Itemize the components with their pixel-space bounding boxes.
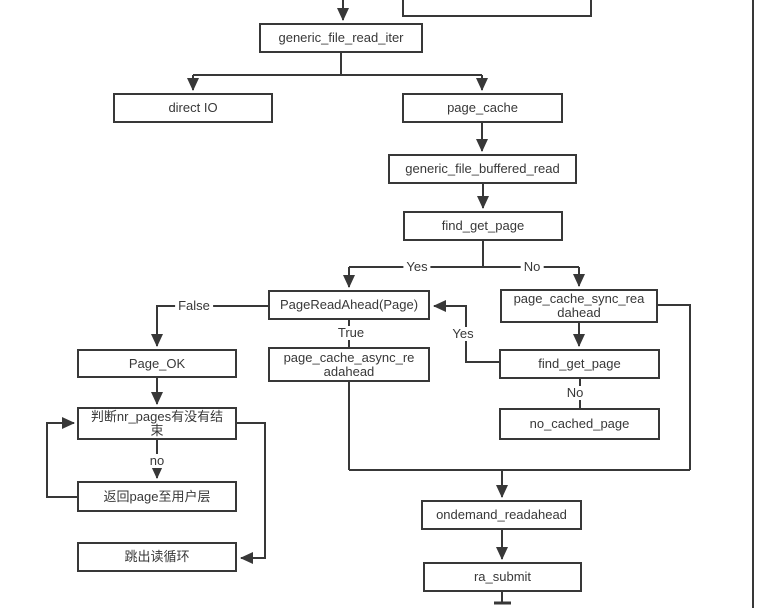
node-cutoff-top-right: [402, 0, 592, 17]
edge-label-check-no: no: [146, 454, 168, 468]
node-find-get-page-2: find_get_page: [499, 349, 660, 379]
node-direct-io: direct IO: [113, 93, 273, 123]
node-page-cache: page_cache: [402, 93, 563, 123]
node-generic-file-buffered-read: generic_file_buffered_read: [388, 154, 577, 184]
node-generic-file-read-iter: generic_file_read_iter: [259, 23, 423, 53]
node-page-cache-async-readahead: page_cache_async_re adahead: [268, 347, 430, 382]
node-page-ok: Page_OK: [77, 349, 237, 378]
node-find-get-page-1: find_get_page: [403, 211, 563, 241]
node-ondemand-readahead: ondemand_readahead: [421, 500, 582, 530]
edge-label-find-yes: Yes: [403, 260, 431, 274]
edge-label-readahead-false: False: [175, 299, 213, 313]
edge-label-find-no: No: [520, 260, 544, 274]
edge-label-readahead-true: True: [334, 326, 368, 340]
node-check-nr-pages: 判断nr_pages有没有结 束: [77, 407, 237, 440]
node-page-readahead: PageReadAhead(Page): [268, 290, 430, 320]
edge-label-find2-no: No: [563, 386, 587, 400]
node-exit-read-loop: 跳出读循环: [77, 542, 237, 572]
node-return-page-to-user: 返回page至用户层: [77, 481, 237, 512]
node-no-cached-page: no_cached_page: [499, 408, 660, 440]
edge-label-find2-yes: Yes: [449, 327, 477, 341]
node-ra-submit: ra_submit: [423, 562, 582, 592]
node-page-cache-sync-readahead: page_cache_sync_rea dahead: [500, 289, 658, 323]
